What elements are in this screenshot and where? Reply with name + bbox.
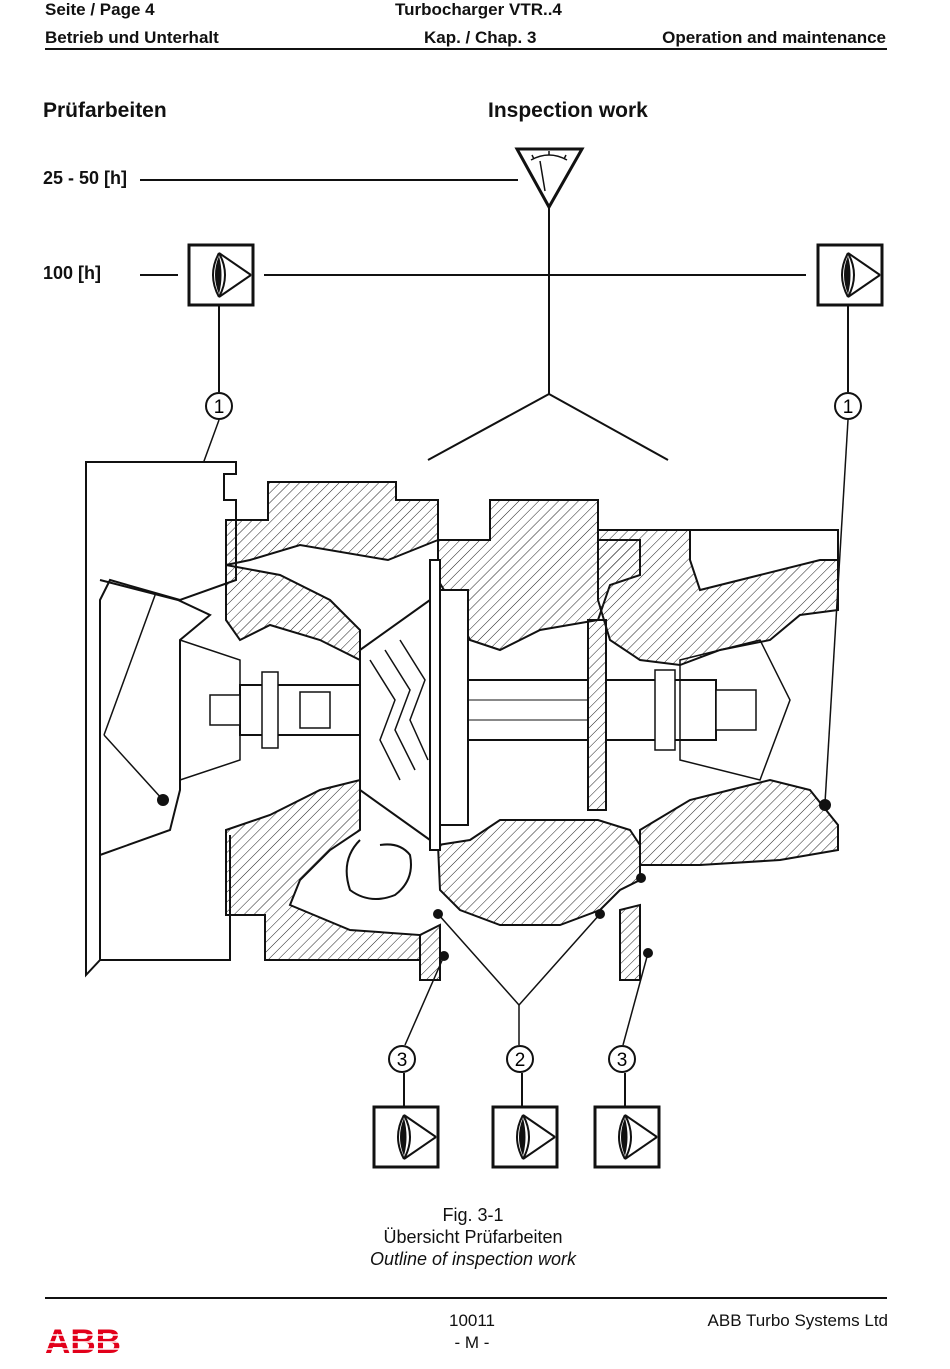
callout-circle-right — [834, 392, 862, 420]
callout-number: 3 — [617, 1050, 628, 1071]
figure-caption-de: Übersicht Prüfarbeiten — [383, 1227, 563, 1247]
callout-number: 2 — [515, 1050, 526, 1071]
pressure-gauge-icon — [514, 147, 585, 211]
section-title-en: Operation and maintenance — [662, 28, 886, 47]
callout-circle-bottom-left — [388, 1045, 416, 1073]
section-title-de: Betrieb und Unterhalt — [45, 28, 219, 47]
figure-caption-en: Outline of inspection work — [369, 1249, 577, 1269]
doc-number: 10011 — [448, 1311, 495, 1330]
callout-circle-bottom-right — [608, 1045, 636, 1073]
visual-inspection-eye-icon — [816, 243, 884, 307]
svg-text:ABB: ABB — [45, 1324, 121, 1356]
footer-rule — [45, 1297, 887, 1299]
callout-circle-left — [205, 392, 233, 420]
abb-logo: ABB — [45, 1324, 121, 1356]
company-name: ABB Turbo Systems Ltd — [707, 1311, 888, 1330]
page-label: Seite / Page 4 — [45, 0, 155, 19]
product-name: Turbocharger VTR..4 — [395, 0, 562, 19]
turbocharger-cross-section — [85, 461, 839, 981]
visual-inspection-eye-icon — [187, 243, 255, 307]
callout-number: 3 — [397, 1050, 408, 1071]
chapter-label: Kap. / Chap. 3 — [424, 28, 537, 47]
callout-number: 1 — [214, 397, 225, 418]
inspection-title-en: Inspection work — [488, 99, 648, 122]
figure-number: Fig. 3-1 — [442, 1205, 504, 1225]
visual-inspection-eye-icon — [491, 1105, 559, 1169]
revision: - M - — [454, 1333, 490, 1352]
visual-inspection-eye-icon — [593, 1105, 661, 1169]
callout-number: 1 — [843, 397, 854, 418]
header-rule — [45, 48, 887, 50]
interval-25-50h: 25 - 50 [h] — [43, 168, 128, 188]
interval-100h: 100 [h] — [43, 263, 102, 283]
callout-circle-bottom-center — [506, 1045, 534, 1073]
inspection-title-de: Prüfarbeiten — [43, 99, 167, 122]
visual-inspection-eye-icon — [372, 1105, 440, 1169]
